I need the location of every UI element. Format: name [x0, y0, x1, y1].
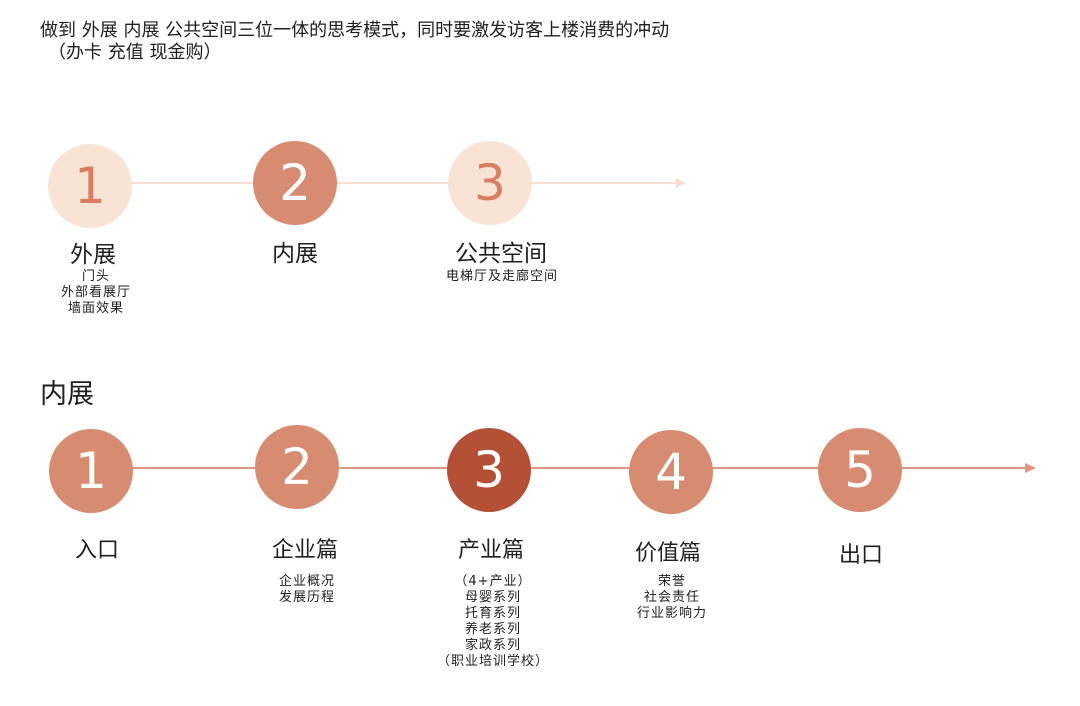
top-step-1-number: 1 — [74, 157, 106, 215]
intro-text: 做到 外展 内展 公共空间三位一体的思考模式，同时要激发访客上楼消费的冲动 （办… — [40, 20, 669, 64]
inner-step-5-title: 出口 — [838, 543, 884, 568]
inner-step-1-number: 1 — [75, 442, 107, 500]
inner-step-2-details: 企业概况 发展历程 — [279, 574, 335, 606]
inner-step-3-detail: 养老系列 — [464, 622, 522, 637]
inner-step-3-detail: 托育系列 — [464, 606, 522, 621]
intro-line-1: 做到 外展 内展 公共空间三位一体的思考模式，同时要激发访客上楼消费的冲动 — [40, 20, 670, 41]
inner-step-5-number: 5 — [844, 441, 876, 499]
inner-step-2-circle: 2 — [255, 425, 339, 509]
top-step-2-title: 内展 — [272, 241, 318, 267]
inner-step-2-number: 2 — [281, 438, 313, 496]
top-step-3-number: 3 — [474, 154, 506, 212]
inner-flow-line — [91, 467, 1025, 469]
inner-step-4-circle: 4 — [629, 430, 713, 514]
inner-step-2-detail: 企业概况 — [278, 574, 336, 589]
inner-step-4-detail: 荣誉 — [657, 574, 687, 589]
inner-step-2-title: 企业篇 — [271, 538, 339, 563]
top-step-1-detail: 外部看展厅 — [60, 285, 132, 300]
inner-step-4-title: 价值篇 — [634, 541, 702, 566]
top-step-3-detail: 电梯厅及走廊空间 — [445, 269, 559, 284]
inner-step-3-details: （4+产业） 母婴系列 托育系列 养老系列 家政系列 （职业培训学校） — [437, 574, 549, 670]
inner-step-4-details: 荣誉 社会责任 行业影响力 — [637, 574, 707, 622]
top-step-1-title: 外展 — [70, 242, 116, 268]
inner-step-3-detail: 母婴系列 — [464, 590, 522, 605]
inner-step-4-detail: 行业影响力 — [636, 606, 708, 621]
inner-step-3-number: 3 — [473, 441, 505, 499]
section-title: 内展 — [40, 379, 94, 410]
top-step-1-detail: 门头 — [81, 269, 111, 284]
top-flow-line — [90, 182, 676, 184]
top-step-2-number: 2 — [279, 154, 311, 212]
inner-step-1-title: 入口 — [74, 538, 120, 563]
top-step-3-details: 电梯厅及走廊空间 — [446, 269, 558, 285]
inner-step-3-title: 产业篇 — [457, 538, 525, 563]
top-step-3-title: 公共空间 — [455, 241, 547, 267]
inner-step-3-detail: （职业培训学校） — [436, 654, 550, 669]
top-step-3-circle: 3 — [448, 141, 532, 225]
inner-step-4-number: 4 — [655, 443, 687, 501]
inner-step-4-detail: 社会责任 — [643, 590, 701, 605]
top-step-1-details: 门头 外部看展厅 墙面效果 — [61, 269, 131, 317]
top-step-2-circle: 2 — [253, 141, 337, 225]
top-step-1-detail: 墙面效果 — [67, 301, 125, 316]
top-flow-arrowhead — [676, 178, 686, 188]
inner-step-3-detail: 家政系列 — [464, 638, 522, 653]
top-step-1-circle: 1 — [48, 144, 132, 228]
inner-step-3-circle: 3 — [447, 428, 531, 512]
inner-step-3-detail: （4+产业） — [454, 574, 532, 589]
inner-step-1-circle: 1 — [49, 429, 133, 513]
inner-flow-arrowhead — [1025, 463, 1036, 473]
intro-line-2: （办卡 充值 现金购） — [48, 42, 222, 63]
inner-step-5-circle: 5 — [818, 428, 902, 512]
inner-step-2-detail: 发展历程 — [278, 590, 336, 605]
